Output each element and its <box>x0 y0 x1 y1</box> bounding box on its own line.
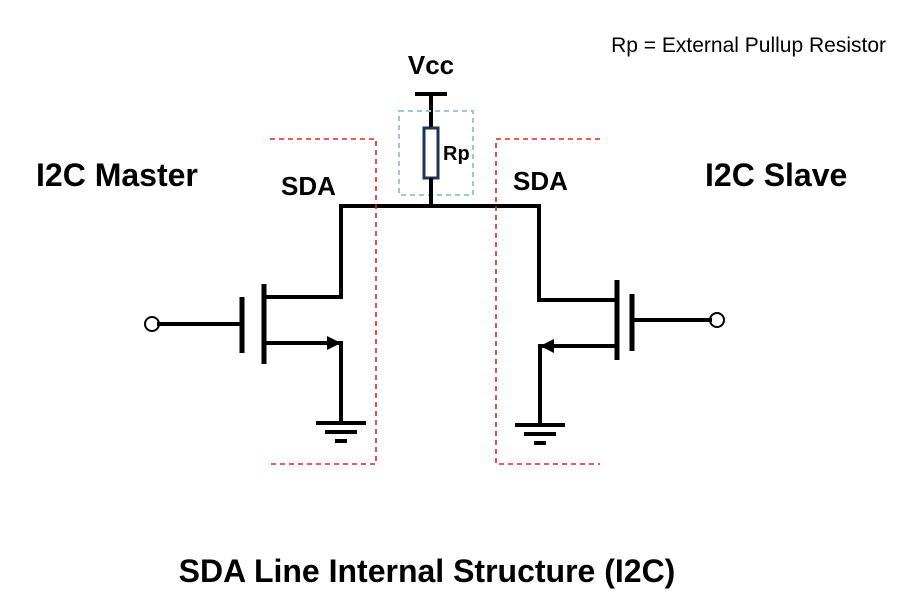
slave-title: I2C Slave <box>705 157 847 193</box>
resistor-highlight-box <box>398 110 474 196</box>
master-source-arrow-icon <box>327 336 341 350</box>
slave-source-arrow-icon <box>540 339 554 353</box>
slave-source-wire <box>538 344 619 426</box>
slave-sda-label: SDA <box>513 166 568 196</box>
resistor-label: Rp <box>443 143 470 165</box>
pullup-resistor <box>422 126 440 180</box>
master-sda-label: SDA <box>281 171 336 201</box>
master-title: I2C Master <box>36 157 198 193</box>
diagram-caption: SDA Line Internal Structure (I2C) <box>179 553 676 589</box>
legend-text: Rp = External Pullup Resistor <box>611 34 886 57</box>
master-gate-terminal <box>144 316 160 332</box>
master-drain-wire <box>262 204 343 299</box>
slave-gate-terminal <box>709 312 725 328</box>
master-source-wire <box>262 341 343 424</box>
vcc-label: Vcc <box>408 50 454 80</box>
slave-boundary <box>495 138 600 465</box>
slave-drain-wire <box>537 204 619 302</box>
